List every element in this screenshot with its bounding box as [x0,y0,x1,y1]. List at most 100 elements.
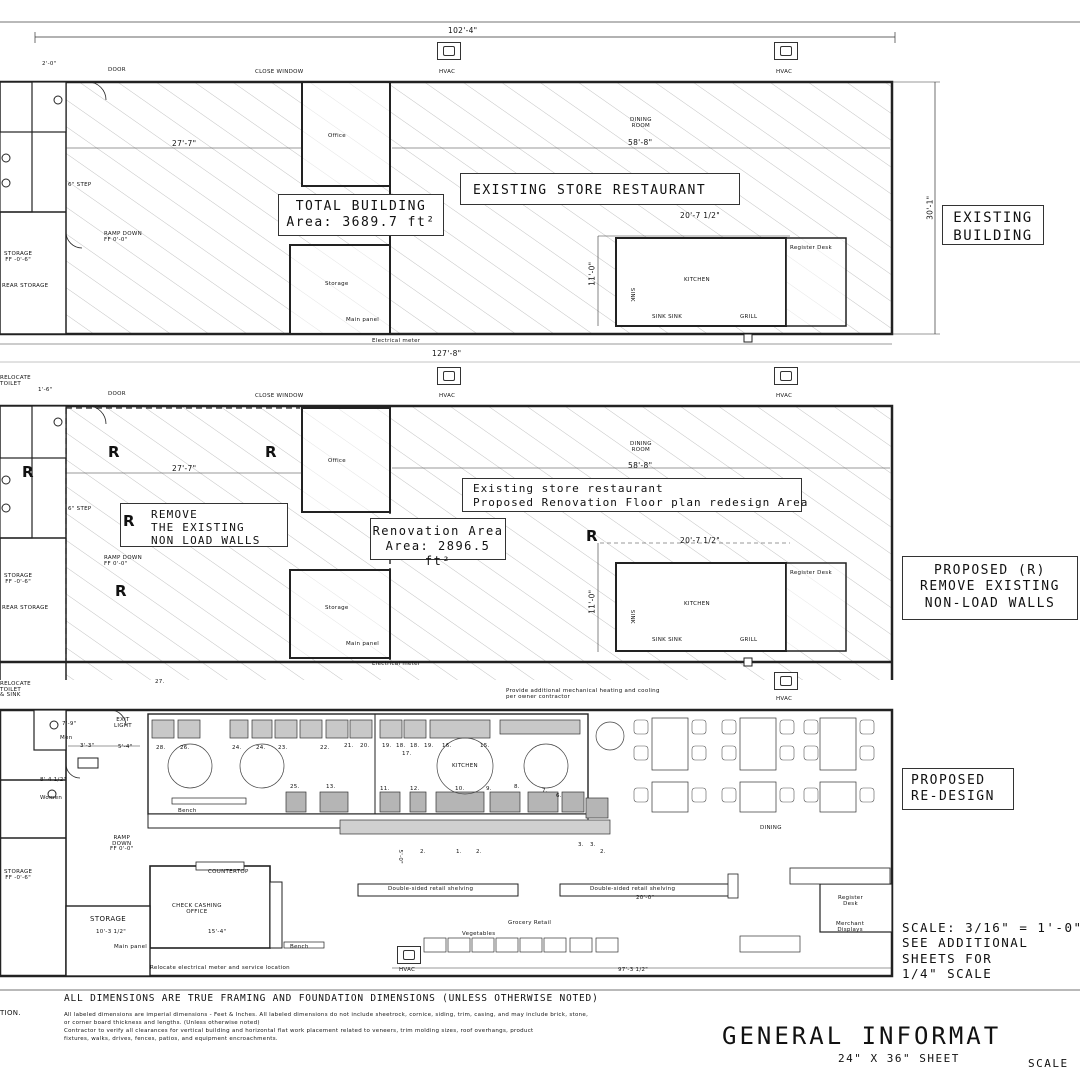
item-number: 25. [290,784,300,790]
item-number: 17. [402,751,412,757]
step-label: 6" STEP [68,182,92,188]
ramp-label: RAMP DOWN FF 0'-0" [104,555,142,567]
hvac-unit-icon [437,367,461,385]
women-label: Women [40,795,63,801]
dimension-label: 5'-4" [118,744,133,750]
kitchen-width-dimension: 20'-7 1/2" [680,536,720,545]
remove-walls-callout: R REMOVE THE EXISTING NON LOAD WALLS [120,503,288,547]
item-number: 2. [476,849,482,855]
item-number: 21. [344,743,354,749]
hvac-unit-icon [774,672,798,690]
area-title: Renovation Area [372,524,504,538]
door-label: DOOR [108,67,126,73]
item-number: 23. [278,745,288,751]
dimension-label: 7'-9" [62,721,77,727]
hvac-label: HVAC [439,69,456,75]
kitchen-depth-dimension: 11'-0" [587,261,597,286]
note-line: or corner board thickness and lengths. (… [64,1019,260,1026]
proposed-remove-label: PROPOSED (R) REMOVE EXISTING NON-LOAD WA… [902,556,1078,620]
item-number: 18. [410,743,420,749]
kitchen-label: KITCHEN [684,601,710,607]
electrical-meter-label: Electrical meter [372,661,421,667]
sink-label: SINK [628,609,635,624]
main-panel-label: Main panel [114,944,148,950]
note-line: All labeled dimensions are imperial dime… [64,1012,589,1018]
area-value: Area: 3689.7 ft² [286,215,436,231]
countertop-label: COUNTERTOP [208,869,249,875]
item-number: 18. [396,743,406,749]
close-window-label: CLOSE WINDOW [255,393,304,399]
hvac-label: HVAC [776,696,793,702]
remove-wall-marker: R [586,527,598,545]
office-label: Office [328,458,346,464]
remove-wall-marker: R [123,512,136,530]
sink-label: SINK [628,287,635,302]
rear-storage-label: REAR STORAGE [2,605,49,611]
dining-room-label: DINING ROOM [630,441,652,453]
close-window-label: CLOSE WINDOW [255,69,304,75]
storage-label: STORAGE FF -0'-6" [4,573,33,585]
dimension-label: 5'-0" [397,849,404,865]
dimension-label: 58'-8" [628,138,653,147]
remove-wall-marker: R [115,582,127,600]
office-label: Office [328,133,346,139]
item-number: 1. [456,849,462,855]
bench-label: Bench [290,944,309,950]
restaurant-callout: EXISTING STORE RESTAURANT [460,173,740,205]
dimension-label: 1'-6" [38,387,53,393]
ramp-label: RAMP DOWN FF 0'-0" [110,835,134,852]
renovation-area-callout: Renovation Area Area: 2896.5 ft² [370,518,506,568]
item-number: 13. [326,784,336,790]
note-line: Contractor to verify all clearances for … [64,1027,534,1034]
item-number: 2. [420,849,426,855]
hvac-unit-icon [397,946,421,964]
dimension-label: 10'-3 1/2" [96,929,127,935]
item-number: 16. [442,743,452,749]
overall-width-dimension: 102'-4" [448,26,478,35]
grill-label: GRILL [740,314,758,320]
dimension-label: 20'-0" [636,895,655,901]
item-number: 6. [556,793,562,799]
exit-light-label: EXIT LIGHT [114,717,132,729]
item-number: 26. [180,745,190,751]
dimension-label: 3'-3" [80,743,95,749]
relocate-meter-label: Relocate electrical meter and service lo… [150,965,290,971]
register-desk-label: Register Desk [838,895,864,907]
storage-label: STORAGE FF -0'-6" [4,251,33,263]
item-number: 15. [480,743,490,749]
hvac-unit-icon [774,42,798,60]
grill-label: GRILL [740,637,758,643]
scale-note: SCALE: 3/16" = 1'-0" SEE ADDITIONAL SHEE… [902,920,1080,981]
hvac-unit-icon [437,42,461,60]
check-cashing-label: CHECK CASHING OFFICE [172,903,222,915]
storage-label: STORAGE FF -0'-6" [4,869,33,881]
existing-building-label: EXISTING BUILDING [942,205,1044,245]
dimension-label: 8'-4 1/2" [40,777,67,783]
hvac-unit-icon [774,367,798,385]
renovation-callout: Existing store restaurant Proposed Renov… [462,478,807,512]
dimension-label: 27'-7" [172,139,197,148]
sheet-title: GENERAL INFORMAT [722,1022,1002,1050]
remove-walls-text: REMOVE THE EXISTING NON LOAD WALLS [151,508,261,548]
item-number: 19. [424,743,434,749]
title-fragment: TION. [0,1009,21,1017]
sink-label: SINK SINK [652,637,683,643]
item-number: 8. [514,784,520,790]
item-number: 19. [382,743,392,749]
men-label: Men [60,735,73,741]
ramp-label: RAMP DOWN FF 0'-0" [104,231,142,243]
dimension-label: 58'-8" [628,461,653,470]
dimension-label: 2'-0" [42,61,57,67]
storage-label: Storage [325,605,349,611]
dimension-label: 27'-7" [172,464,197,473]
total-area-callout: TOTAL BUILDING Area: 3689.7 ft² [278,194,444,236]
item-number: 20. [360,743,370,749]
note-line: fixtures, walks, drives, fences, patios,… [64,1035,278,1042]
plan-proposed-redesign [0,708,894,978]
general-notes: All labeled dimensions are imperial dime… [64,1012,588,1044]
dining-room-label: DINING ROOM [630,117,652,129]
merchant-displays-label: Merchant Displays [836,921,865,933]
dimension-label: 15'-4" [208,929,227,935]
proposed-redesign-label: PROPOSED RE-DESIGN [902,768,1014,810]
